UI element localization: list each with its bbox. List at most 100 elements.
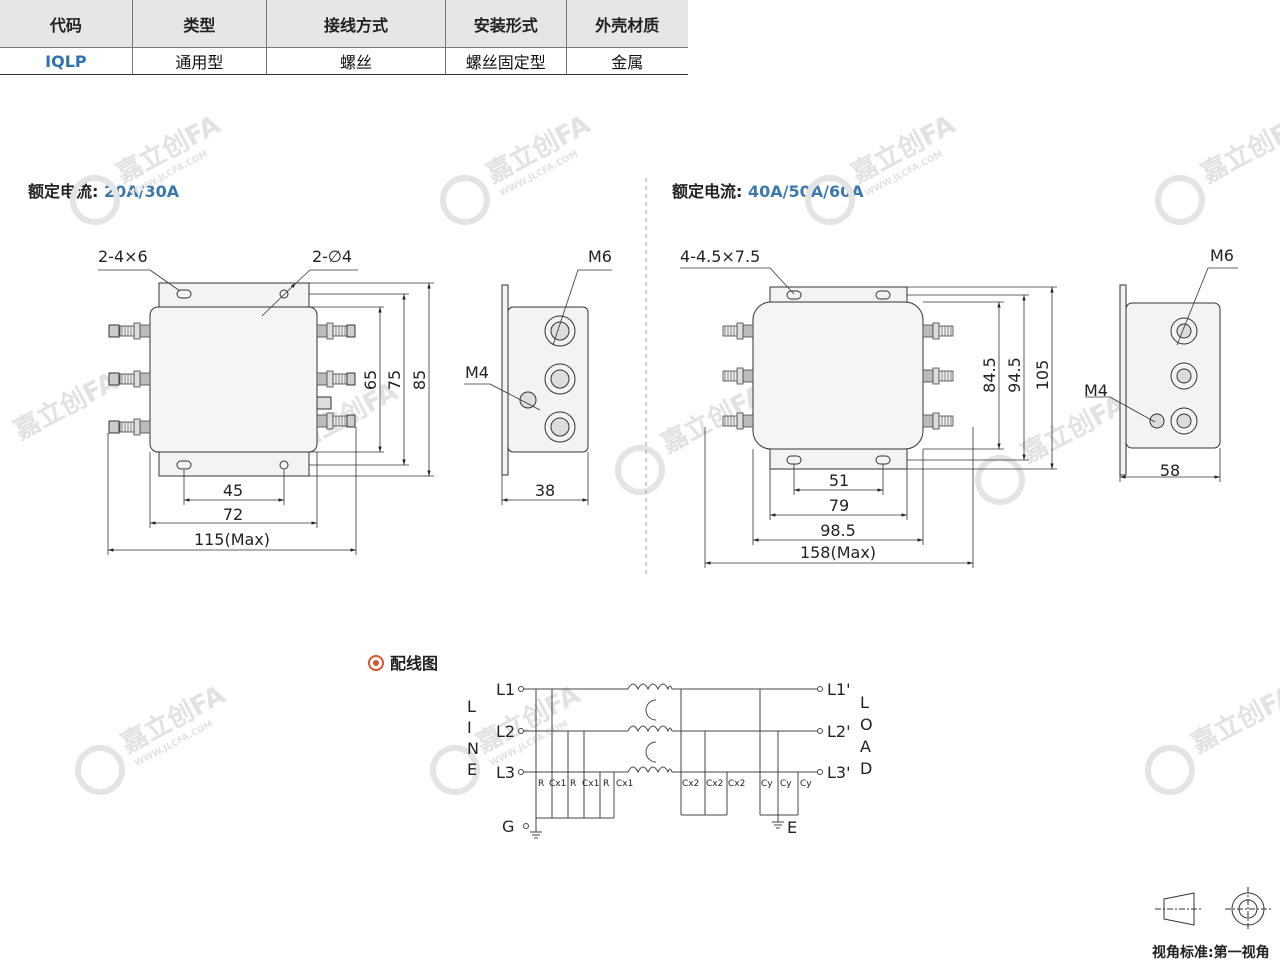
svg-text:L2': L2' [827, 722, 851, 741]
watermark-logo: 嘉立创FA [9, 366, 123, 446]
svg-text:R: R [570, 779, 576, 789]
watermark-logo: 嘉立创FA WWW.JLCFA.COM [75, 679, 230, 795]
bullet-icon [368, 655, 384, 671]
svg-text:嘉立创FA: 嘉立创FA [9, 366, 123, 446]
svg-text:85: 85 [410, 370, 429, 390]
left-side-dim-labels: M6 M4 38 [465, 247, 612, 500]
svg-text:65: 65 [361, 370, 380, 390]
watermark-logo: 嘉立创FA WWW.JLCFA.COM [440, 109, 595, 225]
wiring-diagram [518, 683, 823, 839]
svg-text:115(Max): 115(Max) [194, 530, 270, 549]
cell-type: 通用型 [132, 47, 267, 75]
spec-table: 代码 类型 接线方式 安装形式 外壳材质 IQLP 通用型 螺丝 螺丝固定型 金… [0, 0, 688, 75]
watermark-logo: 嘉立创FA [1145, 679, 1280, 795]
svg-text:Cx2: Cx2 [728, 779, 745, 789]
svg-text:Cx1: Cx1 [582, 779, 599, 789]
left-front-dimensions [98, 269, 434, 555]
cell-code: IQLP [0, 47, 133, 75]
svg-text:L3: L3 [496, 763, 515, 782]
left-side-dimensions [464, 269, 612, 505]
svg-text:2-∅4: 2-∅4 [312, 247, 352, 266]
svg-text:94.5: 94.5 [1005, 357, 1024, 393]
svg-text:Cy: Cy [800, 779, 812, 789]
svg-text:105: 105 [1033, 360, 1052, 391]
watermark-logo: 嘉立创FA WWW.JLCFA.COM [70, 109, 225, 225]
left-front-view [108, 282, 356, 477]
svg-text:嘉立创FA: 嘉立创FA [1016, 389, 1130, 469]
svg-text:R: R [538, 779, 544, 789]
header-code: 代码 [0, 0, 133, 48]
header-mounting: 安装形式 [445, 0, 567, 48]
svg-text:Cx2: Cx2 [682, 779, 699, 789]
projection-label: 视角标准:第一视角 [1152, 944, 1270, 961]
header-type: 类型 [132, 0, 267, 48]
left-round-hole [279, 460, 289, 470]
left-side-view [501, 284, 589, 476]
right-side-view [1119, 284, 1221, 476]
svg-text:158(Max): 158(Max) [800, 543, 876, 562]
svg-text:M4: M4 [465, 363, 489, 382]
svg-text:G: G [502, 817, 514, 836]
left-rated-value: 20A/30A [103, 182, 180, 201]
svg-text:I: I [467, 718, 472, 737]
left-front-dim-labels: 2-4×6 2-∅4 65 75 85 45 72 115(Max) [98, 247, 429, 549]
right-rated-value: 40A/50A/60A [747, 182, 864, 201]
watermark-logo: 嘉立创FA WWW.JLCFA.COM [805, 109, 960, 225]
cell-wiring: 螺丝 [266, 47, 447, 75]
left-round-hole [279, 289, 289, 299]
svg-text:D: D [860, 759, 872, 778]
first-angle-projection-icon [1155, 887, 1271, 931]
svg-text:R: R [603, 779, 609, 789]
svg-text:79: 79 [829, 496, 849, 515]
cell-material: 金属 [566, 47, 688, 75]
svg-text:配线图: 配线图 [390, 654, 438, 673]
right-filter-body [752, 301, 924, 450]
header-wiring: 接线方式 [266, 0, 447, 48]
left-slot-hole [176, 289, 192, 299]
svg-text:M6: M6 [588, 247, 612, 266]
wiring-title: 配线图 [368, 654, 438, 673]
wiring-labels: L1 L2 L3 L1' L2' L3' L I N E L O A D G E… [467, 680, 873, 837]
left-slot-hole [176, 460, 192, 470]
svg-text:72: 72 [223, 505, 243, 524]
header-material: 外壳材质 [566, 0, 688, 48]
svg-text:O: O [860, 715, 873, 734]
svg-text:L2: L2 [496, 722, 515, 741]
svg-text:E: E [787, 818, 797, 837]
right-rated-current: 额定电流: 40A/50A/60A [672, 178, 864, 202]
right-side-dimensions [1085, 267, 1238, 482]
svg-text:75: 75 [385, 370, 404, 390]
svg-text:L: L [860, 693, 869, 712]
svg-text:Cx1: Cx1 [549, 779, 566, 789]
svg-text:Cy: Cy [780, 779, 792, 789]
right-front-dimensions [680, 267, 1057, 568]
svg-text:4-4.5×7.5: 4-4.5×7.5 [680, 247, 760, 266]
svg-text:45: 45 [223, 481, 243, 500]
svg-text:嘉立创FA: 嘉立创FA [1186, 679, 1280, 759]
watermark-logo: 嘉立创FA [1155, 109, 1280, 225]
svg-text:L: L [467, 697, 476, 716]
svg-text:N: N [467, 739, 479, 758]
svg-text:A: A [860, 737, 871, 756]
svg-text:嘉立创FA: 嘉立创FA [1196, 109, 1280, 189]
svg-text:Cy: Cy [761, 779, 773, 789]
cell-mounting: 螺丝固定型 [445, 47, 567, 75]
svg-text:L3': L3' [827, 763, 851, 782]
svg-text:51: 51 [829, 471, 849, 490]
svg-text:58: 58 [1160, 461, 1180, 480]
right-front-view [722, 286, 954, 470]
svg-text:38: 38 [535, 481, 555, 500]
left-filter-body [149, 306, 318, 453]
svg-text:L1: L1 [496, 680, 515, 699]
svg-text:98.5: 98.5 [820, 521, 856, 540]
svg-text:84.5: 84.5 [980, 357, 999, 393]
svg-text:L1': L1' [827, 680, 851, 699]
svg-text:M4: M4 [1084, 381, 1108, 400]
svg-text:2-4×6: 2-4×6 [98, 247, 148, 266]
svg-text:Cx2: Cx2 [706, 779, 723, 789]
right-side-dim-labels: M6 M4 58 [1084, 246, 1234, 480]
right-rated-label: 额定电流: [672, 182, 743, 201]
spec-header-row: 代码 类型 接线方式 安装形式 外壳材质 [0, 0, 688, 48]
svg-text:E: E [467, 760, 477, 779]
